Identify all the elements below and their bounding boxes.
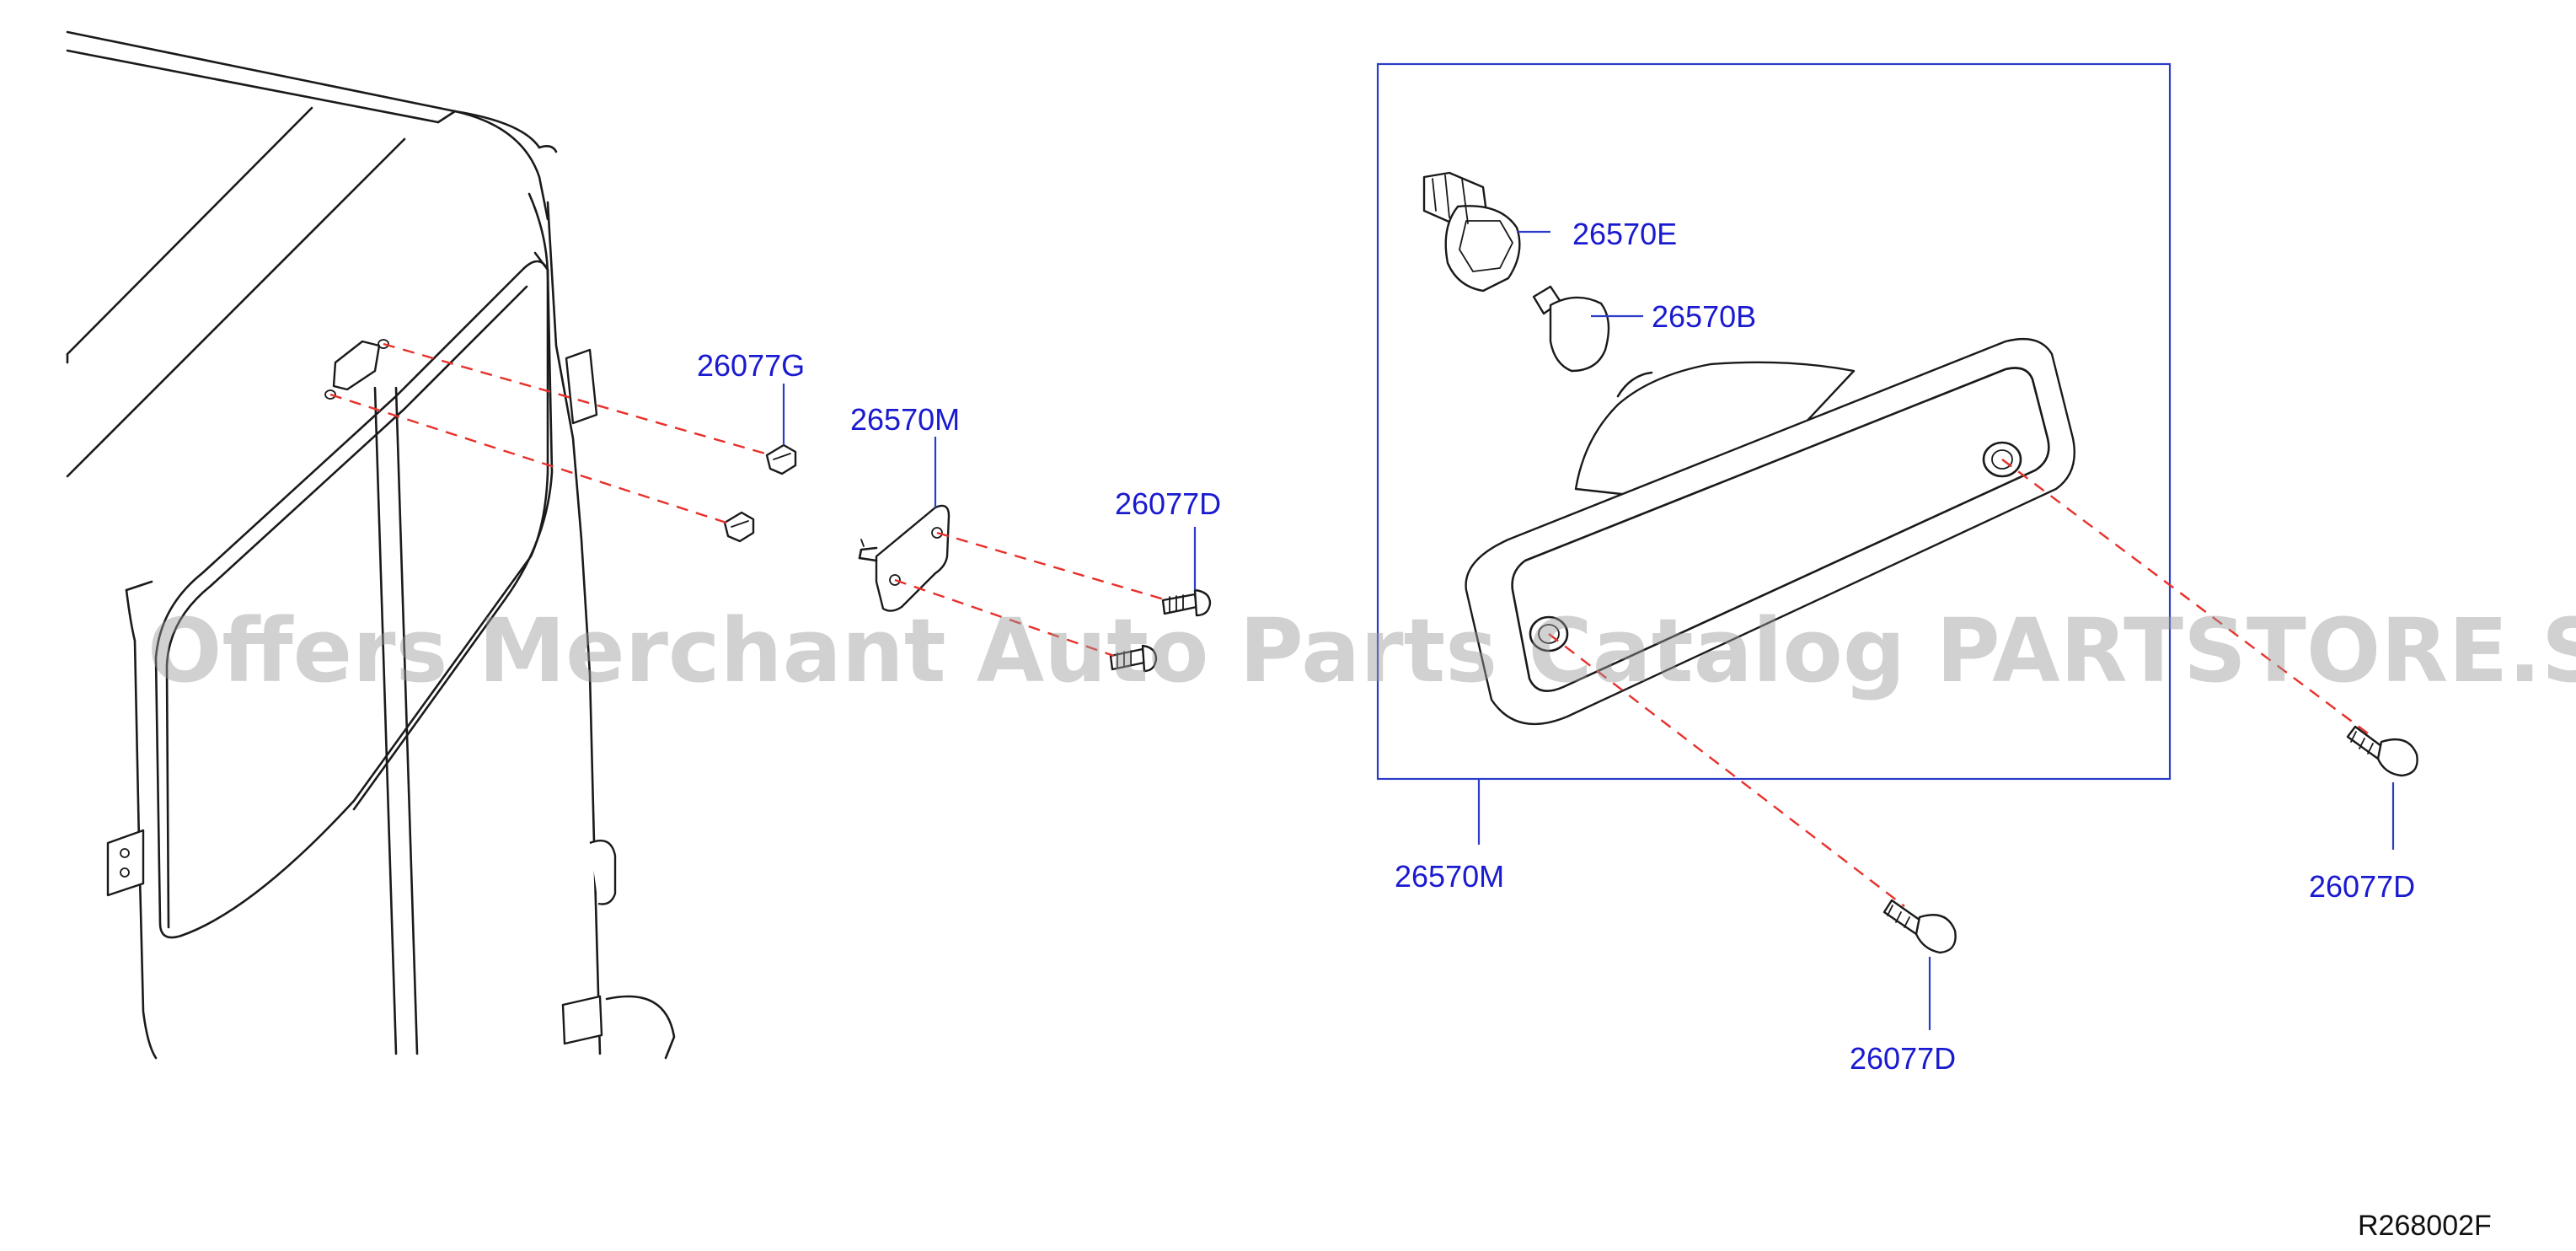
callout-26570e: 26570E xyxy=(1572,217,1677,251)
screw-left-upper xyxy=(1161,588,1212,617)
callout-26077d-left: 26077D xyxy=(1115,486,1221,521)
clip-fastener-lower xyxy=(723,511,755,543)
diagram-reference-code: R268002F xyxy=(2358,1210,2492,1242)
assembly-guide-lines-right xyxy=(1548,459,2369,907)
assembly-guide-lines-left xyxy=(329,342,1168,658)
bulb-socket xyxy=(1422,171,1521,293)
callout-26077g: 26077G xyxy=(697,348,805,383)
callout-26077d-bottom: 26077D xyxy=(1850,1041,1956,1076)
callout-26077d-right: 26077D xyxy=(2309,869,2415,904)
screw-left-lower xyxy=(1109,644,1158,673)
watermark-text: Offers Merchant Auto Parts Catalog PARTS… xyxy=(147,599,2576,702)
assembly-inset-frame xyxy=(1376,62,2172,781)
callout-26570b: 26570B xyxy=(1652,299,1756,334)
clip-fastener-upper xyxy=(765,443,797,475)
screw-bottom xyxy=(1882,899,1957,954)
vehicle-rear-body xyxy=(66,30,676,1060)
license-lamp-assembly xyxy=(1465,338,2075,726)
license-lamp-small xyxy=(858,504,951,612)
callout-26570m-left: 26570M xyxy=(850,402,960,437)
bulb xyxy=(1532,285,1610,373)
callout-leaders xyxy=(782,230,2395,1030)
screw-right xyxy=(2346,725,2418,777)
callout-26570m-assembly: 26570M xyxy=(1395,859,1504,894)
